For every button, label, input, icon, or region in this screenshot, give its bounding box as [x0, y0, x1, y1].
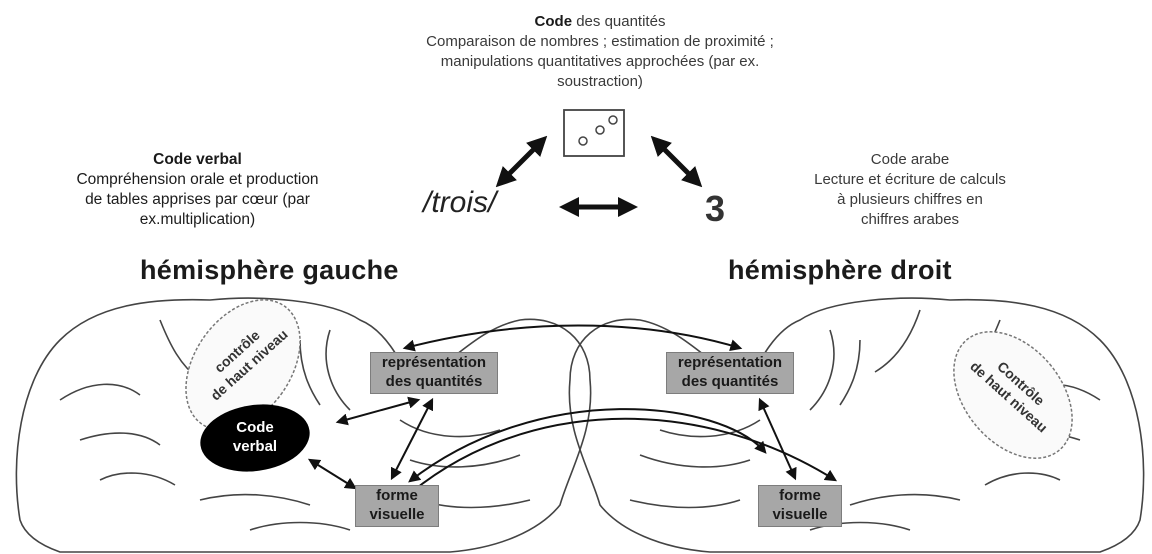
quantity-code-line-2: manipulations quantitatives approchées (… — [440, 53, 760, 70]
verbal-code-line-1: Compréhension orale et production — [76, 171, 319, 188]
arabic-code-block: Code arabe Lecture et écriture de calcul… — [730, 150, 1090, 230]
verbal-code-block: Code verbal Compréhension orale et produ… — [0, 150, 395, 230]
left-visual-box: forme visuelle — [355, 485, 439, 527]
verbal-code-line-2: de tables apprises par cœur (par — [85, 191, 310, 208]
left-hemisphere-label: hémisphère gauche — [140, 255, 399, 285]
arabic-code-line-1: Lecture et écriture de calculs — [814, 171, 1006, 188]
verbal-code-title: Code verbal — [153, 151, 242, 168]
dots-icon — [563, 109, 625, 157]
arabic-code-line-2: à plusieurs chiffres en — [837, 191, 983, 208]
left-quantities-box: représentation des quantités — [370, 352, 498, 394]
right-visual-box: forme visuelle — [758, 485, 842, 527]
right-control-ellipse — [953, 331, 1073, 459]
verbal-ellipse — [200, 404, 310, 472]
verbal-code-line-3: ex.multiplication) — [139, 211, 256, 228]
right-hemisphere-label: hémisphère droit — [728, 255, 952, 285]
quantity-code-title: Code des quantités — [534, 13, 666, 30]
right-quantities-box: représentation des quantités — [666, 352, 794, 394]
code-triangle-arrows — [495, 135, 703, 217]
brain-connection-arrows — [307, 324, 838, 504]
left-verbal-label: Code verbal — [232, 419, 278, 455]
quantity-code-line-1: Comparaison de nombres ; estimation de p… — [426, 33, 774, 50]
verbal-word: /trois/ — [423, 186, 497, 219]
left-control-ellipse — [185, 299, 301, 431]
arabic-code-line-3: chiffres arabes — [860, 211, 960, 228]
arabic-code-title: Code arabe — [870, 151, 950, 168]
arabic-digit: 3 — [705, 188, 726, 229]
quantity-code-block: Code des quantités Comparaison de nombre… — [320, 12, 880, 92]
quantity-code-line-3: soustraction) — [557, 73, 643, 90]
